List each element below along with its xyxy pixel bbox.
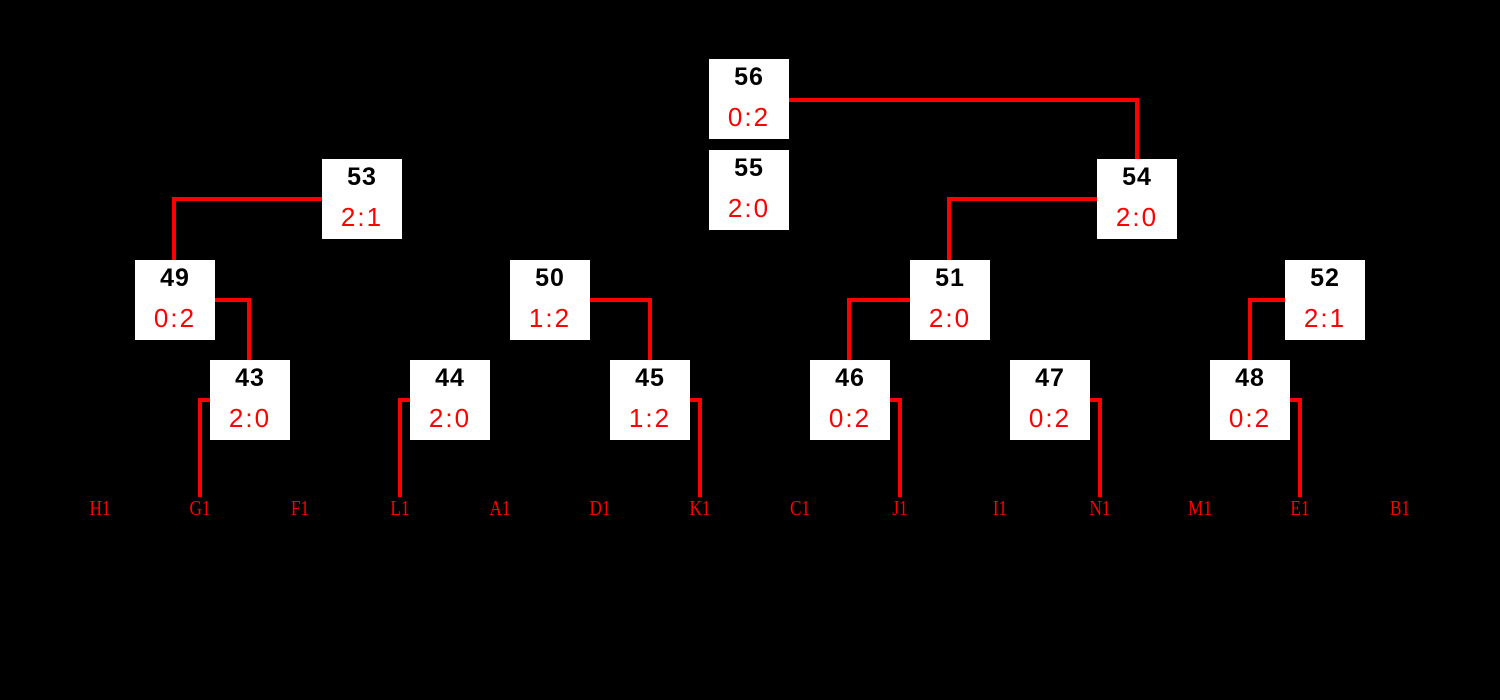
match-box-52: 52 2:1 bbox=[1285, 260, 1365, 340]
match-number: 48 bbox=[1235, 364, 1265, 392]
connector-line-46-J1 bbox=[890, 398, 902, 497]
match-box-48: 48 0:2 bbox=[1210, 360, 1290, 440]
match-score: 2:0 bbox=[1115, 202, 1159, 232]
match-number: 55 bbox=[734, 154, 764, 182]
connector-line-47-N1 bbox=[1090, 398, 1102, 497]
seed-label-J1: J1 bbox=[892, 496, 908, 520]
match-score: 0:2 bbox=[828, 403, 872, 433]
seed-label-A1: A1 bbox=[489, 496, 511, 520]
connector-line-43-G1 bbox=[198, 398, 210, 497]
connector-line-53-49 bbox=[172, 197, 322, 262]
match-box-51: 51 2:0 bbox=[910, 260, 990, 340]
match-score: 2:1 bbox=[340, 202, 384, 232]
connector-line-52-48 bbox=[1248, 298, 1285, 362]
connector-line-54-51 bbox=[947, 197, 1097, 262]
match-number: 54 bbox=[1122, 163, 1152, 191]
match-score: 0:2 bbox=[1228, 403, 1272, 433]
match-box-54: 54 2:0 bbox=[1097, 159, 1177, 239]
match-box-47: 47 0:2 bbox=[1010, 360, 1090, 440]
match-box-49: 49 0:2 bbox=[135, 260, 215, 340]
match-number: 56 bbox=[734, 63, 764, 91]
seed-label-E1: E1 bbox=[1290, 496, 1310, 520]
match-score: 0:2 bbox=[153, 303, 197, 333]
match-score: 1:2 bbox=[628, 403, 672, 433]
match-box-56: 56 0:2 bbox=[709, 59, 789, 139]
match-number: 45 bbox=[635, 364, 665, 392]
match-box-50: 50 1:2 bbox=[510, 260, 590, 340]
match-number: 43 bbox=[235, 364, 265, 392]
connector-line-56-54 bbox=[789, 98, 1139, 161]
connector-line-44-L1 bbox=[398, 398, 410, 497]
seed-label-N1: N1 bbox=[1089, 496, 1111, 520]
seed-label-B1: B1 bbox=[1389, 496, 1411, 520]
match-number: 49 bbox=[160, 264, 190, 292]
match-box-43: 43 2:0 bbox=[210, 360, 290, 440]
match-score: 2:0 bbox=[727, 193, 771, 223]
match-score: 0:2 bbox=[1028, 403, 1072, 433]
match-box-45: 45 1:2 bbox=[610, 360, 690, 440]
match-number: 53 bbox=[347, 163, 377, 191]
seed-label-L1: L1 bbox=[390, 496, 410, 520]
match-number: 44 bbox=[435, 364, 465, 392]
seed-label-F1: F1 bbox=[290, 496, 310, 520]
seed-label-H1: H1 bbox=[89, 496, 111, 520]
seed-label-C1: C1 bbox=[789, 496, 811, 520]
match-number: 47 bbox=[1035, 364, 1065, 392]
seed-label-G1: G1 bbox=[189, 496, 211, 520]
seed-label-I1: I1 bbox=[992, 496, 1008, 520]
match-box-53: 53 2:1 bbox=[322, 159, 402, 239]
match-number: 52 bbox=[1310, 264, 1340, 292]
match-score: 2:0 bbox=[228, 403, 272, 433]
match-score: 2:0 bbox=[928, 303, 972, 333]
match-number: 46 bbox=[835, 364, 865, 392]
match-score: 0:2 bbox=[727, 102, 771, 132]
connector-line-48-E1 bbox=[1290, 398, 1302, 497]
connector-line-45-K1 bbox=[690, 398, 702, 497]
match-score: 2:1 bbox=[1303, 303, 1347, 333]
match-box-55: 55 2:0 bbox=[709, 150, 789, 230]
match-score: 2:0 bbox=[428, 403, 472, 433]
connector-line-50-45 bbox=[590, 298, 652, 362]
match-number: 50 bbox=[535, 264, 565, 292]
seed-label-D1: D1 bbox=[589, 496, 611, 520]
connector-line-49-43 bbox=[215, 298, 251, 362]
connector-line-51-46 bbox=[847, 298, 910, 362]
match-number: 51 bbox=[935, 264, 965, 292]
match-box-44: 44 2:0 bbox=[410, 360, 490, 440]
match-score: 1:2 bbox=[528, 303, 572, 333]
match-box-46: 46 0:2 bbox=[810, 360, 890, 440]
seed-label-M1: M1 bbox=[1188, 496, 1212, 520]
seed-label-K1: K1 bbox=[689, 496, 711, 520]
